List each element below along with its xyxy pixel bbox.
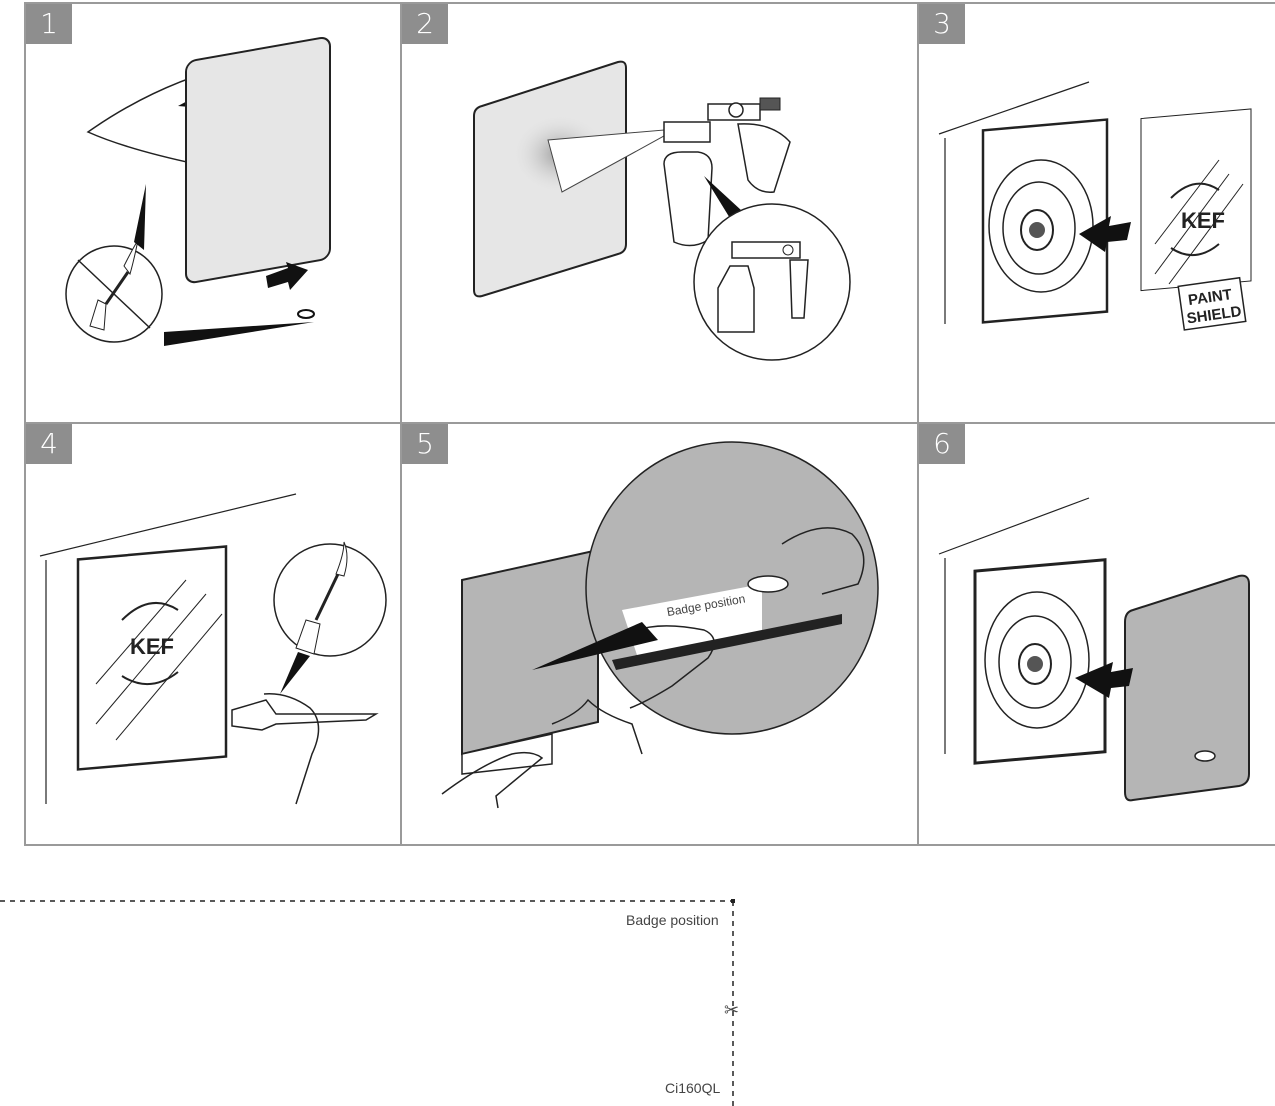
kef-logo: KEF [130,634,174,659]
model-label: Ci160QL [665,1080,720,1096]
badge-position-label: Badge position [626,912,719,928]
step-number: 4 [26,424,72,464]
step-panel-3: KEF PAINT SHIELD 3 [917,2,1275,424]
kef-logo: KEF [1181,208,1225,233]
step-panel-1: 1 [24,2,402,424]
step-4-illustration: KEF [26,424,402,846]
step-number: 5 [402,424,448,464]
step-1-illustration [26,4,402,424]
step-5-illustration: Badge position [402,424,919,846]
step-3-illustration: KEF PAINT SHIELD [919,4,1275,424]
step-panel-5: Badge position 5 [400,422,919,846]
step-number: 3 [919,4,965,44]
step-panel-6: 6 [917,422,1275,846]
step-panel-2: 2 [400,2,919,424]
scissors-icon: ✂ [724,1000,739,1021]
step-number: 6 [919,424,965,464]
step-number: 2 [402,4,448,44]
step-number: 1 [26,4,72,44]
step-6-illustration [919,424,1275,846]
step-panel-4: KEF 4 [24,422,402,846]
step-2-illustration [402,4,919,424]
